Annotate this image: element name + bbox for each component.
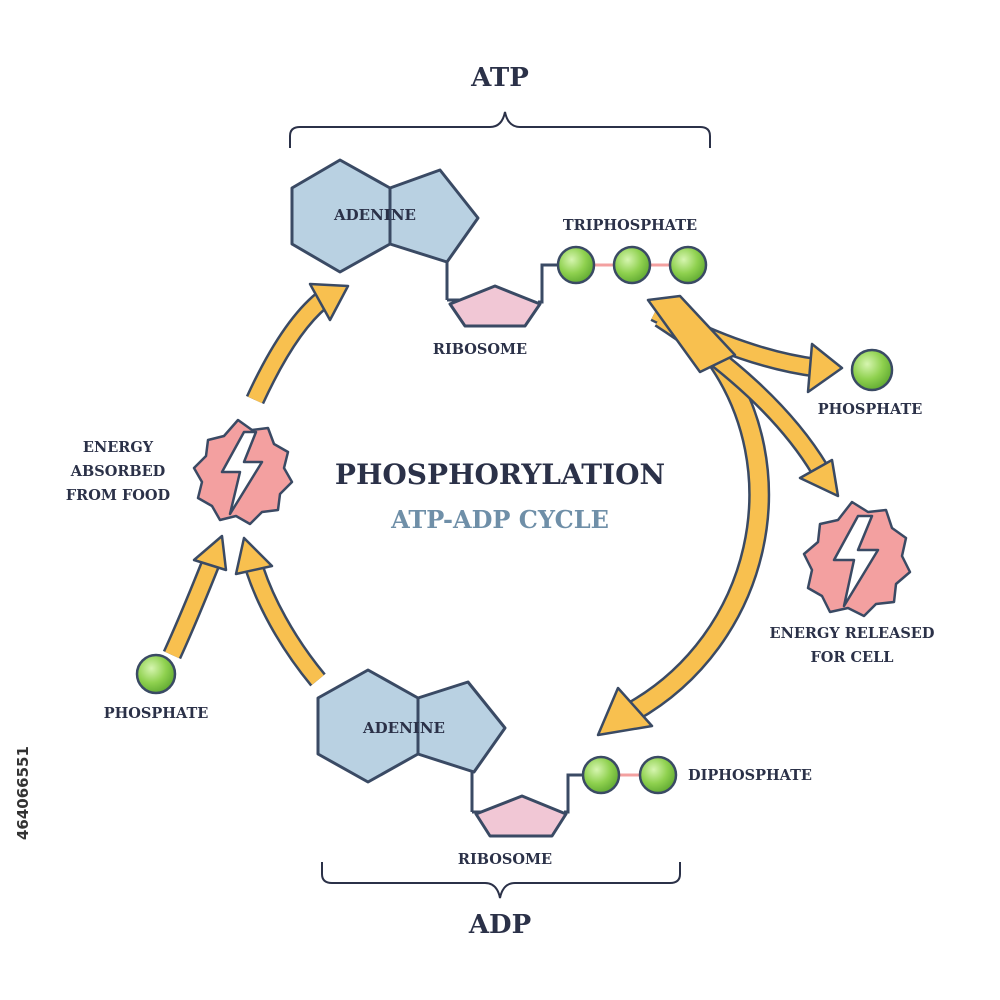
adp-ribose-label: RIBOSOME bbox=[458, 851, 552, 868]
atp-adenine-label: ADENINE bbox=[333, 206, 416, 224]
energy-absorbed-badge bbox=[192, 418, 294, 526]
atp-ribose-label: RIBOSOME bbox=[433, 341, 527, 358]
atp-phosphate-3 bbox=[668, 245, 708, 285]
atp-bracket bbox=[289, 111, 711, 148]
energy-absorbed-line-2: ABSORBED bbox=[70, 463, 166, 480]
atp-ribose bbox=[448, 284, 542, 328]
energy-released-line-1: ENERGY RELEASED bbox=[770, 625, 935, 642]
lightning-icon bbox=[220, 430, 264, 516]
diagram-subtitle: ATP-ADP CYCLE bbox=[390, 505, 609, 534]
left-phosphate-ball bbox=[135, 653, 177, 695]
energy-released-line-2: FOR CELL bbox=[810, 649, 893, 666]
right-phosphate-label: PHOSPHATE bbox=[818, 401, 923, 418]
adp-phosphate-2 bbox=[638, 755, 678, 795]
lightning-icon bbox=[832, 514, 880, 608]
adp-ribose bbox=[474, 794, 568, 838]
phosphate-release-arrowhead bbox=[806, 342, 844, 394]
stock-id: 464066551 bbox=[14, 746, 32, 840]
hydrolysis-arrowhead bbox=[596, 686, 654, 737]
atp-phosphate-2 bbox=[612, 245, 652, 285]
atp-triphosphate-label: TRIPHOSPHATE bbox=[563, 217, 697, 234]
energy-release-arrowhead bbox=[798, 458, 840, 498]
right-phosphate-ball bbox=[850, 348, 894, 392]
adp-adenine-label: ADENINE bbox=[362, 719, 445, 737]
energy-absorbed-line-1: ENERGY bbox=[83, 439, 154, 456]
phosphorylation-arrowhead bbox=[308, 282, 350, 322]
diagram-title: PHOSPHORYLATION bbox=[335, 458, 665, 491]
adp-diphosphate-label: DIPHOSPHATE bbox=[688, 767, 812, 784]
atp-molecule: ADENINE RIBOSOME TRIPHOSPHATE bbox=[290, 158, 708, 358]
adp-molecule: ADENINE RIBOSOME DIPHOSPHATE bbox=[316, 668, 812, 868]
energy-released-badge bbox=[802, 500, 912, 618]
adp-label: ADP bbox=[468, 910, 531, 940]
adp-phosphate-1 bbox=[581, 755, 621, 795]
left-phosphate-label: PHOSPHATE bbox=[104, 705, 209, 722]
energy-absorbed-line-3: FROM FOOD bbox=[66, 487, 170, 504]
atp-phosphate-1 bbox=[556, 245, 596, 285]
atp-label: ATP bbox=[470, 63, 529, 93]
adp-bracket bbox=[321, 862, 681, 899]
